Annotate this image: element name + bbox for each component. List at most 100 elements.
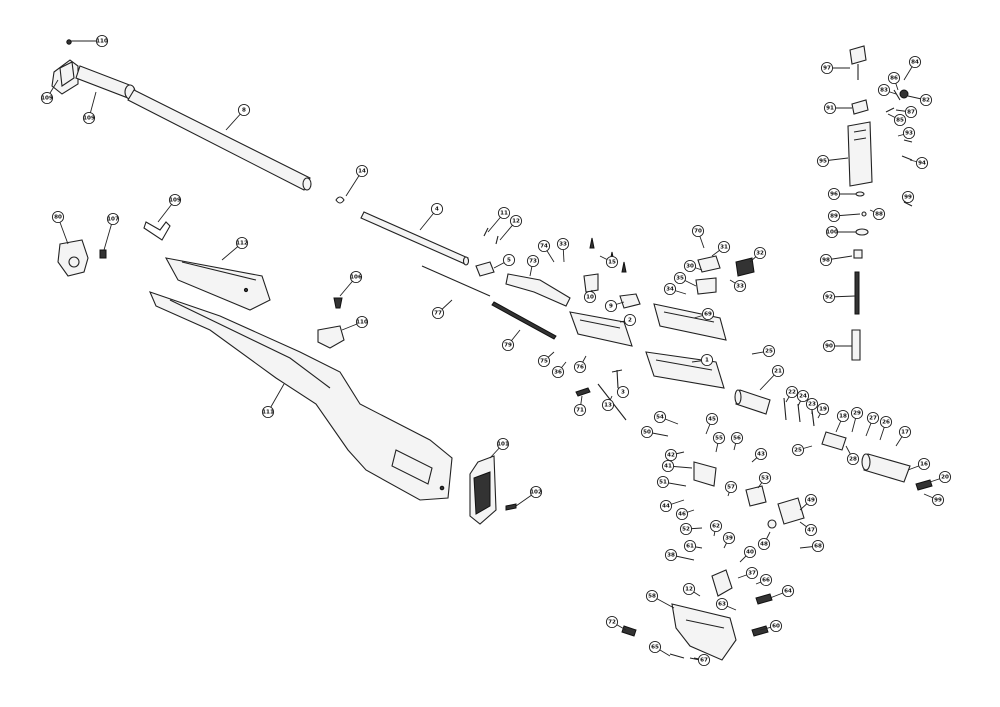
part-callout: 36	[551, 365, 565, 379]
callout-circle	[705, 412, 719, 426]
callout-number: 98	[822, 257, 830, 263]
callout-number: 52	[682, 526, 690, 532]
part-callout: 62	[709, 519, 723, 533]
part-callout: 19	[816, 402, 830, 416]
callout-circle	[917, 457, 931, 471]
callout-circle	[573, 360, 587, 374]
slide-2	[569, 311, 633, 347]
callout-circle	[691, 224, 705, 238]
part-callout: 65	[648, 640, 662, 654]
callout-number: 64	[784, 588, 792, 594]
callout-number: 46	[678, 511, 686, 517]
part-callout: 98	[819, 253, 833, 267]
callout-circle	[785, 385, 799, 399]
part-callout: 39	[722, 531, 736, 545]
callout-circle	[816, 402, 830, 416]
part-callout: 86	[887, 71, 901, 85]
callout-circle	[879, 415, 893, 429]
callout-circle	[673, 271, 687, 285]
callout-circle	[712, 431, 726, 445]
part-callout: 16	[917, 457, 931, 471]
callout-circle	[762, 344, 776, 358]
callout-number: 99	[934, 497, 942, 503]
callout-number: 11	[500, 210, 508, 216]
hex-wrench	[143, 221, 171, 241]
callout-circle	[822, 339, 836, 353]
magazine-follower-97	[849, 45, 867, 80]
callout-number: 110	[356, 319, 368, 325]
callout-circle	[781, 584, 795, 598]
callout-circle	[679, 522, 693, 536]
callout-circle	[822, 290, 836, 304]
top-parts-30-35	[695, 255, 755, 295]
part-callout: 18	[836, 409, 850, 423]
callout-number: 56	[733, 435, 741, 441]
callout-circle	[757, 537, 771, 551]
part-callout: 67	[697, 653, 711, 667]
callout-number: 60	[772, 623, 780, 629]
barrel	[127, 89, 312, 191]
callout-number: 58	[648, 593, 656, 599]
callout-circle	[659, 499, 673, 513]
callout-number: 63	[718, 601, 726, 607]
callout-number: 25	[794, 447, 802, 453]
callout-number: 32	[756, 250, 764, 256]
callout-number: 21	[774, 368, 782, 374]
callout-number: 41	[664, 463, 672, 469]
callout-number: 75	[540, 358, 548, 364]
callout-circle	[816, 154, 830, 168]
callout-circle	[526, 254, 540, 268]
callout-circle	[730, 431, 744, 445]
part-callout: 106	[349, 270, 363, 284]
callout-circle	[430, 202, 444, 216]
callout-number: 109	[83, 115, 95, 121]
callout-number: 73	[529, 258, 537, 264]
callout-circle	[648, 640, 662, 654]
stock	[149, 291, 453, 501]
rear-sight-block	[57, 239, 107, 277]
part-callout: 69	[701, 307, 715, 321]
callout-circle	[753, 246, 767, 260]
mag-plate-91	[851, 99, 869, 115]
part-callout: 100	[825, 225, 839, 239]
part-callout: 29	[850, 406, 864, 420]
part-callout: 47	[804, 523, 818, 537]
callout-number: 97	[823, 65, 831, 71]
small-pins-15	[589, 237, 627, 273]
part-callout: 96	[827, 187, 841, 201]
part-callout: 63	[715, 597, 729, 611]
callout-circle	[850, 406, 864, 420]
callout-number: 61	[686, 543, 694, 549]
part-callout: 27	[866, 411, 880, 425]
screw-71	[575, 387, 591, 397]
callout-circle	[51, 210, 65, 224]
part-callout: 50	[640, 425, 654, 439]
callout-number: 26	[882, 419, 890, 425]
part-callout: 28	[846, 452, 860, 466]
screw-20	[915, 479, 933, 491]
callout-number: 74	[540, 243, 548, 249]
part-callout: 4	[430, 202, 444, 216]
callout-number: 39	[725, 535, 733, 541]
part-callout: 25	[762, 344, 776, 358]
callout-circle	[804, 523, 818, 537]
callout-circle	[355, 315, 369, 329]
callout-number: 91	[826, 105, 834, 111]
callout-circle	[675, 507, 689, 521]
part-callout: 92	[822, 290, 836, 304]
handguard	[164, 257, 271, 311]
part-callout: 83	[877, 83, 891, 97]
callout-number: 9	[609, 303, 613, 309]
latch-10	[583, 273, 599, 293]
part-callout: 60	[769, 619, 783, 633]
callout-circle	[82, 111, 96, 125]
callout-number: 15	[608, 259, 616, 265]
nozzle-18	[821, 431, 847, 451]
callout-circle	[722, 531, 736, 545]
callout-circle	[717, 240, 731, 254]
part-callout: 33	[556, 237, 570, 251]
callout-circle	[605, 255, 619, 269]
part-callout: 40	[743, 545, 757, 559]
callout-number: 53	[761, 475, 769, 481]
callout-circle	[866, 411, 880, 425]
